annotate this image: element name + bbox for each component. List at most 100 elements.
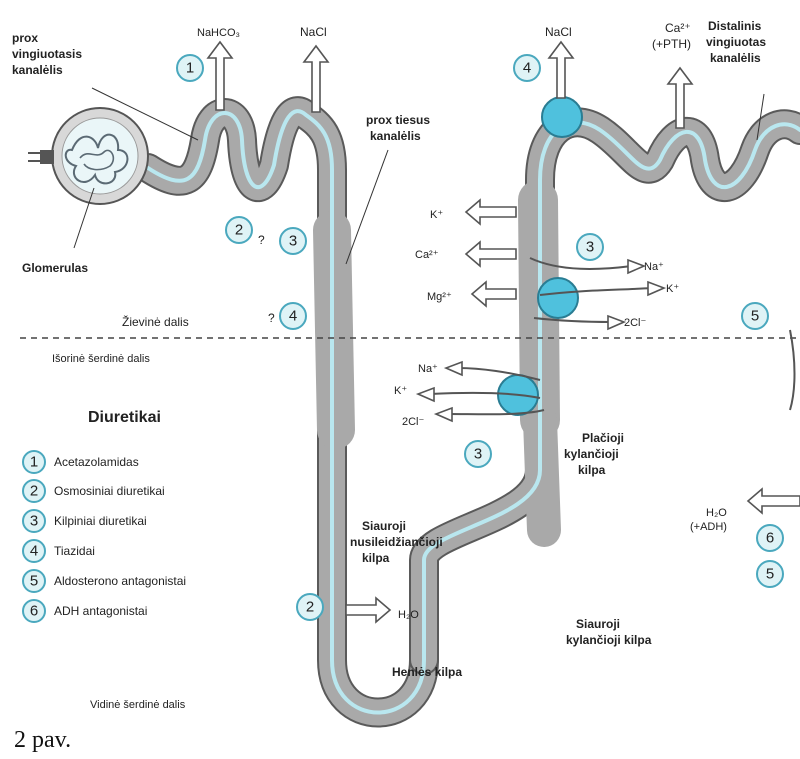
- legend-item-4: 4 Tiazidai: [22, 539, 95, 563]
- marker-3-tal-upper: 3: [576, 233, 604, 261]
- label-henles: Henlės kilpa: [392, 665, 462, 679]
- marker-2-desc: 2: [296, 593, 324, 621]
- svg-text:2: 2: [235, 222, 243, 239]
- label-k-2: K⁺: [666, 283, 679, 295]
- leader-glomerulas: [73, 187, 95, 249]
- leader-prox-vingiuotasis: [91, 87, 199, 141]
- marker-2-right: 5: [756, 560, 784, 588]
- glomerulus: [28, 107, 149, 205]
- label-h2o-2: H₂O: [706, 507, 727, 519]
- label-prox-v-1: prox: [12, 31, 38, 45]
- label-na-1: Na⁺: [644, 261, 664, 273]
- label-nahco3: NaHCO₃: [197, 27, 240, 39]
- svg-text:4: 4: [30, 543, 38, 560]
- label-siauroji-n-1: Siauroji: [362, 519, 406, 533]
- label-placioji-3: kilpa: [578, 463, 606, 477]
- up-arrow-nacl-prox: [302, 44, 330, 113]
- label-question-2: ?: [268, 311, 275, 325]
- svg-text:3: 3: [30, 513, 38, 530]
- label-h2o-1: H₂O: [398, 609, 419, 621]
- label-prox-v-2: vingiuotasis: [12, 47, 82, 61]
- svg-text:3: 3: [474, 446, 482, 463]
- label-placioji-1: Plačioji: [582, 431, 624, 445]
- transporter-tal-upper: [537, 277, 579, 319]
- svg-text:6: 6: [30, 603, 38, 620]
- label-ca2: Ca²⁺: [415, 249, 439, 261]
- label-siauroji-k-1: Siauroji: [576, 617, 620, 631]
- label-distal-1: Distalinis: [708, 19, 762, 33]
- legend-item-3: 3 Kilpiniai diuretikai: [22, 509, 147, 533]
- arrow-mg-out: [470, 280, 517, 308]
- arrow-ca-out: [464, 240, 517, 268]
- label-glomerulas: Glomerulas: [22, 261, 88, 275]
- label-distal-2: vingiuotas: [706, 35, 766, 49]
- up-arrow-nacl-dct: [547, 40, 575, 99]
- right-tubule-edge: [789, 329, 796, 411]
- svg-text:Osmosiniai diuretikai: Osmosiniai diuretikai: [54, 484, 165, 498]
- label-prox-t-1: prox tiesus: [366, 113, 430, 127]
- tal-upper-flows: [529, 257, 667, 331]
- legend-item-1: 1 Acetazolamidas: [22, 450, 139, 474]
- label-mg2: Mg²⁺: [427, 291, 452, 303]
- svg-text:Kilpiniai diuretikai: Kilpiniai diuretikai: [54, 514, 147, 528]
- marker-3-tal-lower: 3: [464, 440, 492, 468]
- arrow-h2o-adh: [746, 487, 800, 515]
- label-zievine: Žievinė dalis: [122, 314, 189, 329]
- label-placioji-2: kylančioji: [564, 447, 619, 461]
- label-k-3: K⁺: [394, 385, 407, 397]
- svg-text:2: 2: [306, 599, 314, 616]
- label-cl-2: 2Cl⁻: [402, 416, 425, 428]
- labels: NaHCO₃ NaCl NaCl Ca²⁺ (+PTH) Distalinis …: [12, 19, 766, 711]
- marker-3-prox: 3: [279, 227, 307, 255]
- marker-2-prox: 2: [225, 216, 253, 244]
- svg-text:3: 3: [586, 239, 594, 256]
- legend-item-5: 5 Aldosterono antagonistai: [22, 569, 186, 593]
- marker-6: 6: [756, 524, 784, 552]
- leader-distalinis: [756, 93, 765, 141]
- up-arrow-ca-pth: [666, 66, 694, 129]
- marker-1: 1: [176, 54, 204, 82]
- label-siauroji-k-2: kylančioji kilpa: [566, 633, 652, 647]
- svg-text:5: 5: [766, 566, 774, 583]
- svg-text:1: 1: [30, 454, 38, 471]
- label-prox-t-2: kanalėlis: [370, 129, 421, 143]
- arrow-h2o-desc: [345, 596, 392, 624]
- arrow-k-out: [464, 198, 517, 226]
- svg-text:Aldosterono antagonistai: Aldosterono antagonistai: [54, 574, 186, 588]
- svg-text:Tiazidai: Tiazidai: [54, 544, 95, 558]
- marker-4-top: 4: [513, 54, 541, 82]
- marker-5: 5: [741, 302, 769, 330]
- tal-lower-flows: [415, 360, 545, 423]
- label-adh: (+ADH): [690, 521, 727, 533]
- svg-text:6: 6: [766, 530, 774, 547]
- label-na-2: Na⁺: [418, 363, 438, 375]
- label-cl-1: 2Cl⁻: [624, 317, 647, 329]
- marker-4-cortex: 4: [279, 302, 307, 330]
- svg-text:ADH antagonistai: ADH antagonistai: [54, 604, 147, 618]
- label-isorine: Išorinė šerdinė dalis: [52, 353, 150, 365]
- legend-item-2: 2 Osmosiniai diuretikai: [22, 479, 165, 503]
- label-distal-3: kanalėlis: [710, 51, 761, 65]
- nephron-tubule: [133, 96, 800, 728]
- svg-text:4: 4: [289, 308, 297, 325]
- diagram-markers: 1 4 2 3 4 3 5 3 6 5 2: [176, 54, 784, 621]
- svg-text:Acetazolamidas: Acetazolamidas: [54, 455, 139, 469]
- label-siauroji-n-2: nusileidžiančioji: [350, 535, 443, 549]
- figure-caption: 2 pav.: [14, 727, 72, 753]
- legend: Diuretikai 1 Acetazolamidas 2 Osmosiniai…: [22, 409, 186, 623]
- svg-text:4: 4: [523, 60, 531, 77]
- svg-text:3: 3: [289, 233, 297, 250]
- label-ca: Ca²⁺: [665, 21, 691, 35]
- label-prox-v-3: kanalėlis: [12, 63, 63, 77]
- label-nacl-dct: NaCl: [545, 25, 572, 39]
- legend-title: Diuretikai: [88, 409, 161, 426]
- svg-text:5: 5: [30, 573, 38, 590]
- label-nacl-prox: NaCl: [300, 25, 327, 39]
- label-pth: (+PTH): [652, 37, 691, 51]
- up-arrow-nahco3: [206, 40, 234, 111]
- label-siauroji-n-3: kilpa: [362, 551, 390, 565]
- transporter-dct: [541, 96, 583, 138]
- svg-text:2: 2: [30, 483, 38, 500]
- svg-text:5: 5: [751, 308, 759, 325]
